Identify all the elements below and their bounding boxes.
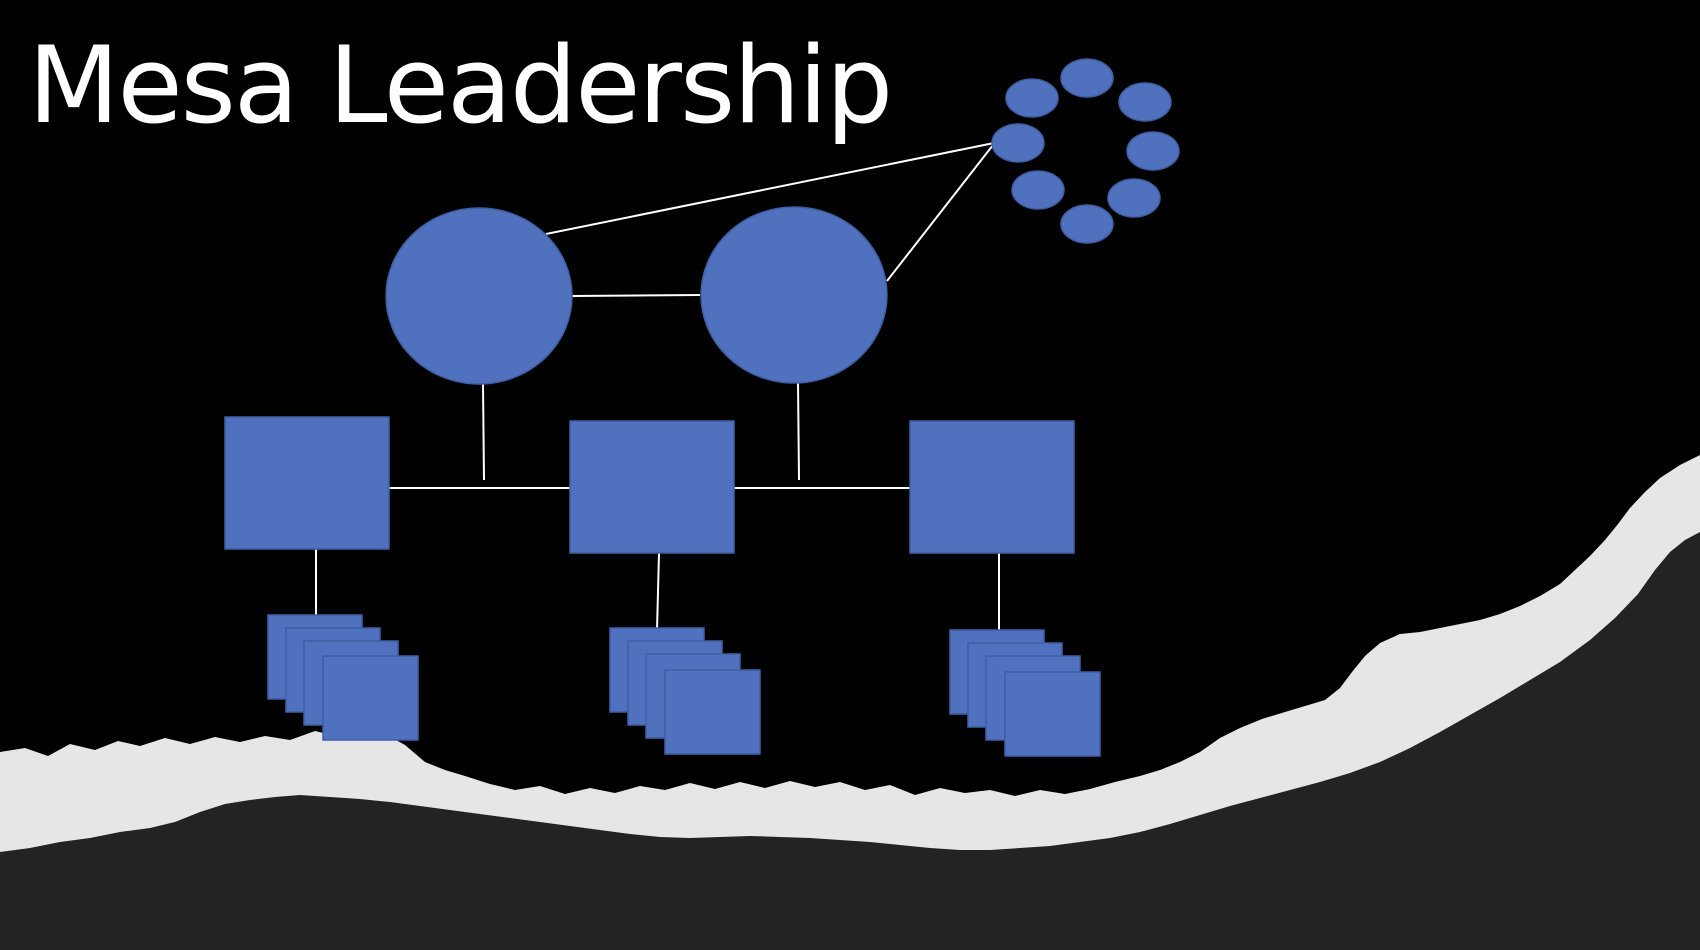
manager-square-left — [224, 416, 390, 550]
council-member-oval — [1126, 131, 1180, 171]
council-member-oval — [991, 123, 1045, 163]
connector-leader-left-to-council — [545, 142, 995, 235]
council-member-oval — [1011, 170, 1065, 210]
connectors — [315, 142, 1000, 631]
report-stack-left — [267, 614, 419, 741]
report-stack-middle — [609, 627, 761, 755]
managers — [224, 416, 1075, 554]
council-member-oval — [1118, 82, 1172, 122]
connector-leader-to-leader — [571, 294, 701, 297]
manager-square-middle — [569, 420, 735, 554]
report-card — [322, 655, 419, 741]
connector-leader-left-down — [482, 383, 485, 481]
report-stack-right — [949, 629, 1101, 757]
slide-title: Mesa Leadership — [28, 24, 893, 147]
leader-circle-left — [385, 207, 573, 385]
council-member-oval — [1060, 204, 1114, 244]
connector-manager-middle-to-reports — [656, 552, 660, 631]
leader-circle-right — [700, 206, 888, 384]
torn-paper-base — [0, 532, 1700, 950]
council-member-oval — [1005, 78, 1059, 118]
connector-leader-right-down — [797, 381, 800, 481]
report-card — [664, 669, 761, 755]
council-ring — [991, 58, 1180, 244]
leaders — [385, 206, 888, 385]
council-member-oval — [1060, 58, 1114, 98]
report-card — [1004, 671, 1101, 757]
manager-square-right — [909, 420, 1075, 554]
council-member-oval — [1107, 178, 1161, 218]
connector-leader-right-to-council — [886, 144, 994, 282]
